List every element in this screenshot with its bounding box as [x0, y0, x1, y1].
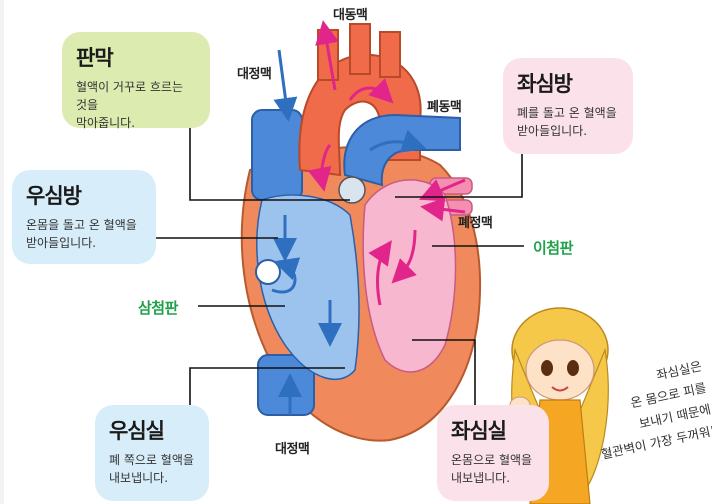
blood-flow-arrow [279, 50, 287, 110]
left-atrium-title: 좌심방 [517, 68, 619, 98]
vena-cava-bottom-label: 대정맥 [275, 438, 309, 457]
right-ventricle-desc-line: 폐 쪽으로 혈액을 [109, 451, 195, 469]
left-atrium-desc-line: 폐를 돌고 온 혈액을 [517, 104, 619, 122]
left-atrium-box: 좌심방 폐를 돌고 온 혈액을 받아들입니다. [503, 58, 633, 154]
left-ventricle-desc-line: 내보냅니다. [451, 469, 535, 487]
vena-cava-top-label: 대정맥 [237, 63, 271, 82]
right-atrium-description: 온몸을 돌고 온 혈액을 받아들입니다. [26, 216, 142, 252]
left-ventricle-desc-line: 온몸으로 혈액을 [451, 451, 535, 469]
aorta-branch [350, 24, 370, 74]
right-ventricle-box: 우심실 폐 쪽으로 혈액을 내보냅니다. [95, 405, 209, 501]
right-atrium-desc-line: 받아들입니다. [26, 234, 142, 252]
valve-box: 판막 혈액이 거꾸로 흐르는 것을 막아줍니다. [62, 32, 210, 128]
valve-description: 혈액이 거꾸로 흐르는 것을 막아줍니다. [76, 78, 196, 132]
aorta-label: 대동맥 [333, 4, 367, 23]
pulmonary-vein-label: 폐정맥 [458, 212, 492, 231]
left-atrium-desc-line: 받아들입니다. [517, 122, 619, 140]
right-atrium-title: 우심방 [26, 180, 142, 210]
left-ventricle-box: 좌심실 온몸으로 혈액을 내보냅니다. [437, 405, 549, 501]
valve-desc-line: 혈액이 거꾸로 흐르는 것을 [76, 78, 196, 114]
right-ventricle-title: 우심실 [109, 415, 195, 445]
right-ventricle-desc-line: 내보냅니다. [109, 469, 195, 487]
left-atrium-description: 폐를 돌고 온 혈액을 받아들입니다. [517, 104, 619, 140]
aorta-branch [380, 32, 400, 77]
right-ventricle-description: 폐 쪽으로 혈액을 내보냅니다. [109, 451, 195, 487]
left-ventricle-description: 온몸으로 혈액을 내보냅니다. [451, 451, 535, 487]
tricuspid-label: 삼첨판 [138, 297, 178, 318]
semilunar-valve [339, 177, 365, 203]
vena-cava-superior [252, 110, 302, 200]
bicuspid-label: 이첨판 [533, 237, 573, 258]
valve-desc-line: 막아줍니다. [76, 114, 196, 132]
right-atrium-box: 우심방 온몸을 돌고 온 혈액을 받아들입니다. [12, 170, 156, 264]
left-ventricle-title: 좌심실 [451, 415, 535, 445]
tricuspid-opening [256, 260, 280, 284]
right-atrium-desc-line: 온몸을 돌고 온 혈액을 [26, 216, 142, 234]
pulmonary-artery-label: 폐동맥 [427, 96, 461, 115]
valve-title: 판막 [76, 42, 196, 72]
